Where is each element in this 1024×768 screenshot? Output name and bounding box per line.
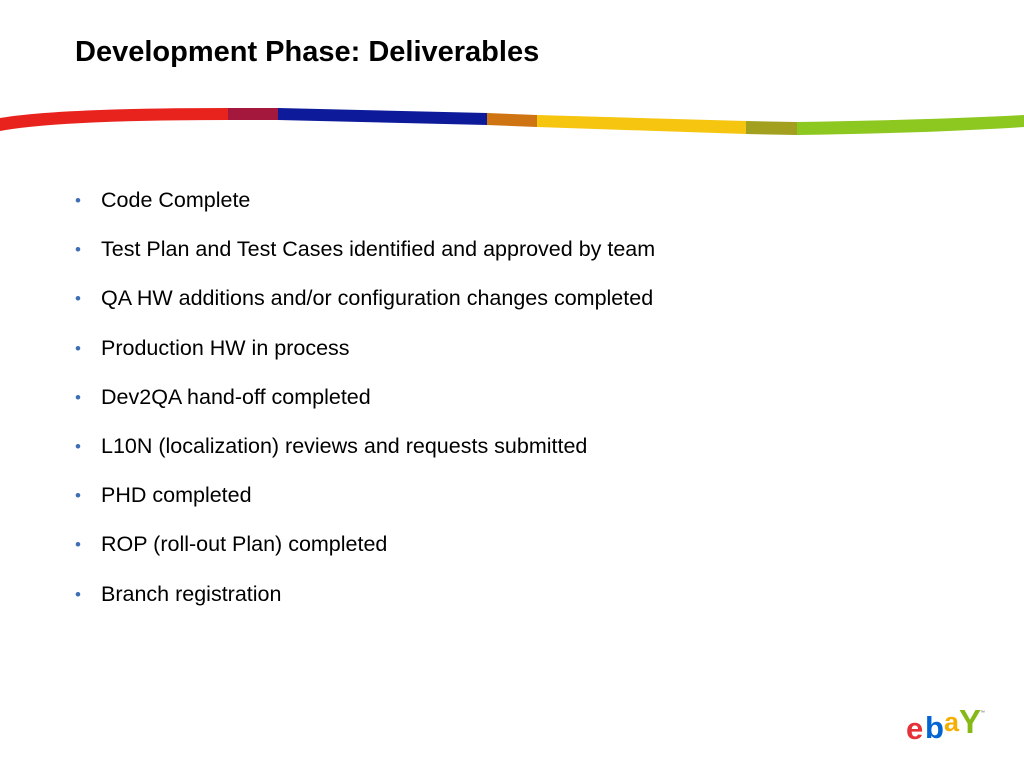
deliverables-list: • Code Complete • Test Plan and Test Cases…: [75, 180, 655, 623]
list-item-text: Production HW in process: [101, 335, 350, 360]
stripe-segment-red: [0, 108, 228, 131]
list-item: • PHD completed: [75, 475, 655, 524]
bullet-icon: •: [75, 240, 81, 260]
list-item-text: QA HW additions and/or configuration cha…: [101, 286, 654, 311]
list-item: • ROP (roll-out Plan) completed: [75, 524, 655, 573]
bullet-icon: •: [75, 191, 81, 210]
list-item: • Dev2QA hand-off completed: [75, 377, 655, 426]
stripe-segment-yellow: [537, 115, 746, 134]
ebay-logo: e b a Y ™: [904, 703, 986, 748]
stripe-segment-orange: [487, 113, 537, 127]
list-item: • QA HW additions and/or configuration ch…: [75, 278, 655, 327]
list-item-text: Test Plan and Test Cases identified and …: [101, 237, 656, 262]
bullet-icon: •: [75, 486, 81, 506]
list-item: • Branch registration: [75, 574, 655, 623]
list-item-text: Code Complete: [101, 188, 251, 212]
list-item-text: Dev2QA hand-off completed: [101, 384, 371, 409]
list-item-text: ROP (roll-out Plan) completed: [101, 532, 388, 557]
list-item: • Production HW in process: [75, 328, 655, 377]
stripe-segment-blue: [278, 108, 487, 125]
logo-letter-y: Y: [959, 703, 981, 740]
bullet-icon: •: [75, 584, 81, 604]
list-item-text: L10N (localization) reviews and requests…: [101, 433, 588, 458]
logo-letter-b: b: [925, 710, 944, 745]
decorative-color-stripe: [0, 108, 1024, 135]
list-item: • Test Plan and Test Cases identified and…: [75, 229, 655, 278]
stripe-segment-maroon: [228, 108, 278, 120]
stripe-segment-olive: [746, 121, 797, 135]
list-item-text: Branch registration: [101, 581, 282, 606]
bullet-icon: •: [75, 338, 81, 358]
bullet-icon: •: [75, 436, 81, 456]
slide-title: Development Phase: Deliverables: [75, 36, 540, 68]
list-item-text: PHD completed: [101, 483, 252, 508]
stripe-segment-green: [797, 115, 1024, 135]
bullet-icon: •: [75, 535, 81, 555]
trademark-icon: ™: [980, 710, 985, 716]
logo-letter-a: a: [944, 707, 959, 737]
bullet-icon: •: [75, 289, 81, 309]
list-item: • Code Complete: [75, 180, 655, 229]
logo-letter-e: e: [906, 711, 923, 746]
bullet-icon: •: [75, 387, 81, 407]
list-item: • L10N (localization) reviews and request…: [75, 426, 655, 475]
